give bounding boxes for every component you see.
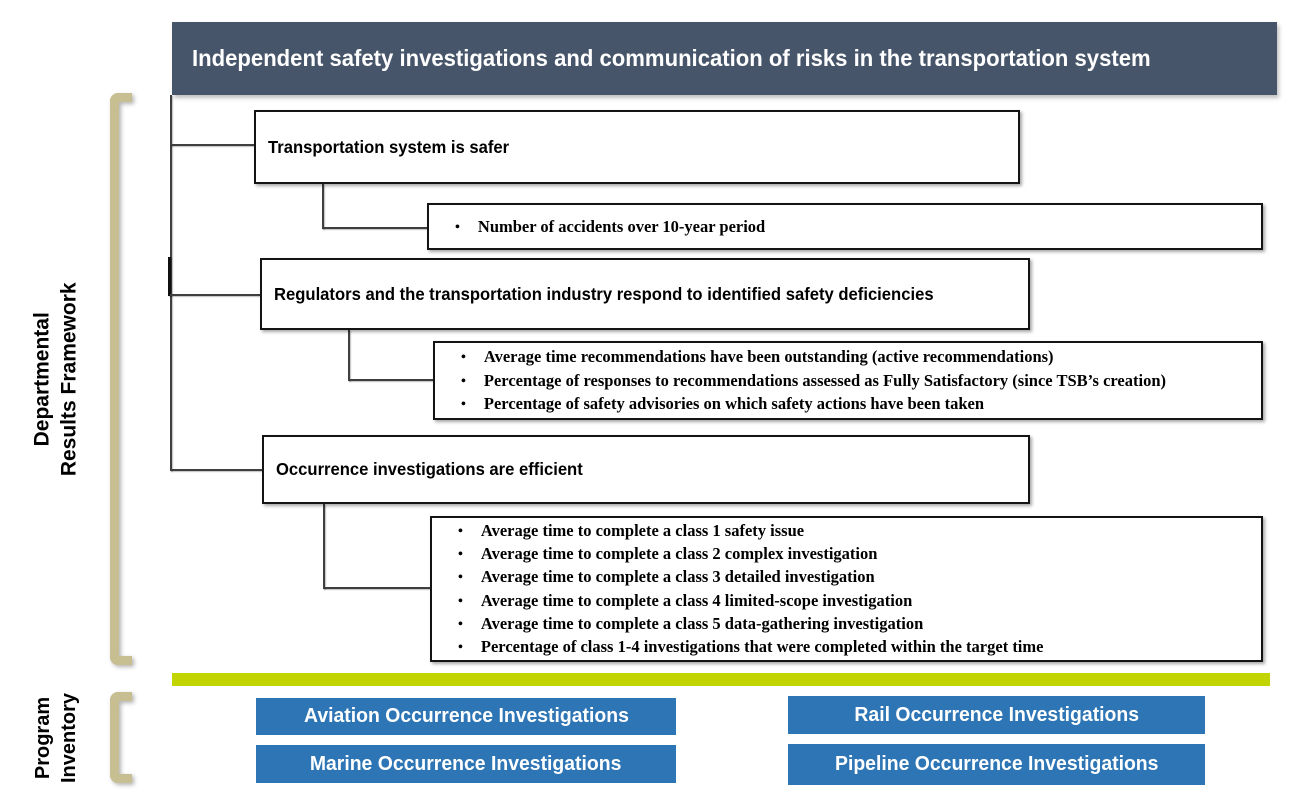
program-inventory-label: Program Inventory (30, 693, 82, 783)
program-inventory-label-line2: Inventory (58, 692, 80, 784)
indicator-item: Percentage of class 1-4 investigations t… (458, 637, 1255, 657)
outcome-2-title: Regulators and the transportation indust… (274, 283, 934, 304)
framework-label-line2: Results Framework (58, 282, 81, 476)
program-button-aviation[interactable]: Aviation Occurrence Investigations (256, 698, 676, 735)
program-button-pipeline[interactable]: Pipeline Occurrence Investigations (788, 744, 1205, 785)
indicator-item: Average time to complete a class 2 compl… (458, 544, 1255, 564)
program-button-rail[interactable]: Rail Occurrence Investigations (788, 696, 1205, 734)
branch-line-outcome1 (170, 144, 255, 146)
framework-label-line1: Departmental (30, 311, 54, 447)
program-inventory-label-line1: Program (32, 696, 54, 780)
outcome-3-title: Occurrence investigations are efficient (276, 459, 583, 479)
indicator-list-3: Average time to complete a class 1 safet… (432, 518, 1261, 660)
program-button-marine-label: Marine Occurrence Investigations (310, 752, 622, 775)
elbow1-horizontal (322, 227, 428, 229)
outcome-box-1: Transportation system is safer (254, 110, 1020, 184)
indicator-item: Percentage of responses to recommendatio… (461, 371, 1255, 391)
elbow1-vertical (322, 184, 324, 229)
indicator-item: Average time recommendations have been o… (461, 347, 1255, 367)
diagram-title-banner: Independent safety investigations and co… (172, 22, 1277, 95)
outcome-box-3: Occurrence investigations are efficient (262, 435, 1030, 504)
elbow2-vertical (348, 330, 350, 381)
indicator-item: Percentage of safety advisories on which… (461, 394, 1255, 414)
program-inventory-label-area: Program Inventory (0, 683, 112, 793)
program-button-marine[interactable]: Marine Occurrence Investigations (256, 745, 676, 783)
trunk-line (170, 95, 172, 471)
indicator-item: Average time to complete a class 4 limit… (458, 591, 1255, 611)
outcome-1-title: Transportation system is safer (268, 136, 510, 157)
indicator-box-2: Average time recommendations have been o… (433, 341, 1263, 420)
framework-bracket (110, 93, 132, 665)
indicator-item: Number of accidents over 10-year period (455, 217, 1255, 237)
framework-label: Departmental Results Framework (29, 282, 84, 476)
program-button-aviation-label: Aviation Occurrence Investigations (303, 705, 629, 727)
diagram-title: Independent safety investigations and co… (192, 45, 1151, 71)
branch-line-outcome3 (170, 469, 263, 471)
program-inventory-bracket (110, 692, 132, 783)
indicator-list-1: Number of accidents over 10-year period (429, 205, 1261, 248)
indicator-item: Average time to complete a class 5 data-… (458, 614, 1255, 634)
framework-label-area: Departmental Results Framework (0, 93, 112, 665)
indicator-item: Average time to complete a class 1 safet… (458, 521, 1255, 541)
program-button-pipeline-label: Pipeline Occurrence Investigations (834, 753, 1159, 775)
outcome-box-2: Regulators and the transportation indust… (260, 258, 1030, 330)
indicator-list-2: Average time recommendations have been o… (435, 343, 1261, 418)
branch-line-outcome2 (170, 294, 261, 296)
indicator-box-1: Number of accidents over 10-year period (427, 203, 1263, 250)
elbow3-horizontal (323, 587, 431, 589)
program-button-rail-label: Rail Occurrence Investigations (854, 703, 1139, 726)
elbow3-vertical (323, 504, 325, 589)
elbow2-horizontal (348, 379, 434, 381)
trunk-line-segment (168, 257, 171, 296)
indicator-item: Average time to complete a class 3 detai… (458, 567, 1255, 587)
indicator-box-3: Average time to complete a class 1 safet… (430, 516, 1263, 662)
section-divider-bar (172, 673, 1270, 686)
